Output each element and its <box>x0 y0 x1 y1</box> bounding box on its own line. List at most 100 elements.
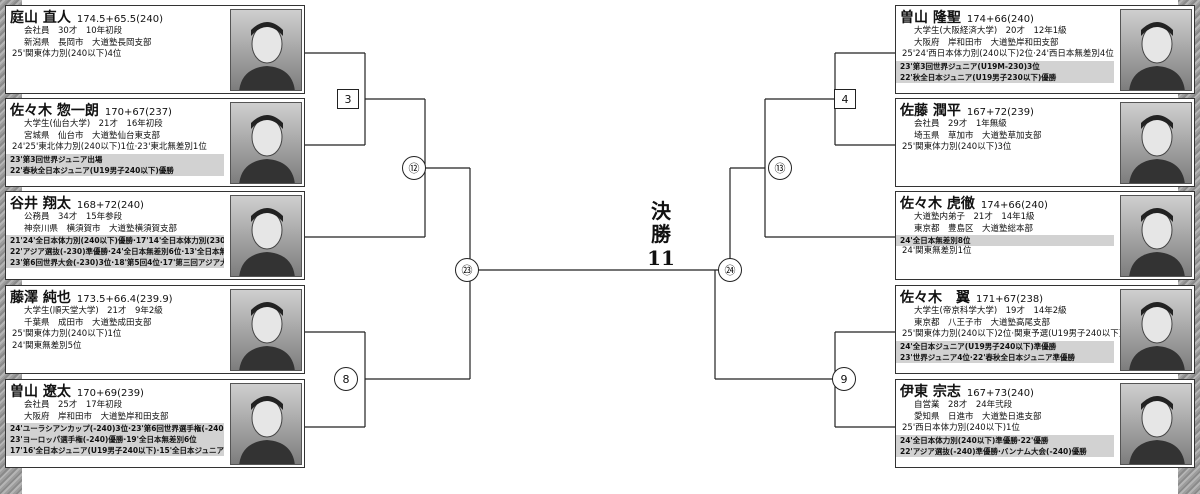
competitor-stats: 174+66(240) <box>981 200 1048 211</box>
competitor-detail-line: 千葉県 成田市 大道塾成田支部 <box>10 318 220 330</box>
competitor-detail-line: 東京都 豊島区 大道塾総本部 <box>900 224 1110 236</box>
right-competitor-card: 佐藤 潤平167+72(239)会社員 29才 1年無級埼玉県 草加市 大道塾草… <box>895 98 1195 187</box>
competitor-detail-line: 25'関東体力別(240以下)4位 <box>10 49 220 61</box>
competitor-photo <box>230 9 302 91</box>
competitor-detail-line: 東京都 八王子市 大道塾高尾支部 <box>900 318 1110 330</box>
competitor-stats: 174+66(240) <box>967 14 1034 25</box>
match-number-8: 8 <box>334 367 358 391</box>
competitor-detail-line: 24'関東無差別5位 <box>10 341 220 353</box>
competitor-highlight-record: 17'16'全日本ジュニア(U19男子240以下)·15'全日本ジュニア(U16… <box>6 445 224 456</box>
competitor-detail-line: 宮城県 仙台市 大道塾仙台東支部 <box>10 131 220 143</box>
competitor-photo <box>1120 195 1192 277</box>
competitor-stats: 167+73(240) <box>967 388 1034 399</box>
competitor-highlight-record: 24'ユーラシアンカップ(-240)3位·23'第6回世界選手権(-240)準優… <box>6 423 224 434</box>
competitor-detail-line: 埼玉県 草加市 大道塾草加支部 <box>900 131 1110 143</box>
competitor-highlight-record: 22'春秋全日本ジュニア(U19男子240以下)優勝 <box>6 165 224 176</box>
competitor-detail-line: 25'関東体力別(240以下)2位·関東予選(U19男子240以下)1位 <box>900 329 1110 341</box>
match-number-13: ⑬ <box>768 156 792 180</box>
competitor-name: 曽山 隆聖 <box>900 10 961 26</box>
left-competitor-card: 藤澤 純也 173.5+66.4(239.9)大学生(順天堂大学) 21才 9年2… <box>5 285 305 374</box>
competitor-highlight-record: 22'秋全日本ジュニア(U19男子230以下)優勝 <box>896 72 1114 83</box>
competitor-highlight-record: 24'全日本ジュニア(U19男子240以下)準優勝 <box>896 341 1114 352</box>
competitor-highlight-record: 21'24'全日本体力別(240以下)優勝·17'14'全日本体力別(230以下… <box>6 235 224 246</box>
competitor-highlight-record: 22'アジア選抜(-240)準優勝·バンナム大会(-240)優勝 <box>896 446 1114 457</box>
competitor-highlight-record: 24'全日本無差別8位 <box>896 235 1114 246</box>
competitor-stats: 171+67(238) <box>976 294 1043 305</box>
competitor-highlight-record: 24'全日本体力別(240以下)準優勝·22'優勝 <box>896 435 1114 446</box>
competitor-stats: 170+69(239) <box>77 388 144 399</box>
competitor-header: 佐藤 潤平 167+72(239) <box>900 101 1110 119</box>
competitor-name: 谷井 翔太 <box>10 196 71 212</box>
competitor-header: 谷井 翔太 168+72(240) <box>10 194 220 212</box>
competitor-detail-line: 大学生(順天堂大学) 21才 9年2級 <box>10 306 220 318</box>
competitor-detail-line: 25'西日本体力別(240以下)1位 <box>900 423 1110 435</box>
competitor-highlight-record: 23'ヨーロッパ選手権(-240)優勝·19'全日本無差別6位 <box>6 434 224 445</box>
match-number-4: 4 <box>834 89 856 109</box>
competitor-highlight-record: 22'アジア選抜(-230)準優勝·24'全日本無差別6位·13'全日本無差別3… <box>6 246 224 257</box>
competitor-header: 佐々木 惣一朗170+67(237) <box>10 101 220 119</box>
competitor-detail-line: 25'関東体力別(240以下)3位 <box>900 142 1110 154</box>
match-number-12: ⑫ <box>402 156 426 180</box>
competitor-highlight-record: 23'第6回世界大会(-230)3位·18'第5回4位·17'第三回アジア大会(… <box>6 257 224 268</box>
competitor-detail-line: 大阪府 岸和田市 大道塾岸和田支部 <box>10 412 220 424</box>
right-competitor-card: 伊東 宗志 167+73(240)自営業 28才 24年弐段愛知県 日進市 大道塾… <box>895 379 1195 468</box>
competitor-header: 伊東 宗志 167+73(240) <box>900 382 1110 400</box>
competitor-detail-line: 大阪府 岸和田市 大道塾岸和田支部 <box>900 38 1110 50</box>
competitor-info: 伊東 宗志 167+73(240)自営業 28才 24年弐段愛知県 日進市 大道塾… <box>900 382 1110 457</box>
competitor-detail-line: 25'関東体力別(240以下)1位 <box>10 329 220 341</box>
competitor-detail-line: 大学生(帝京科学大学) 19才 14年2級 <box>900 306 1110 318</box>
final-label-top: 決 <box>641 200 681 223</box>
competitor-photo <box>230 195 302 277</box>
competitor-info: 曽山 遼太170+69(239)会社員 25才 17年初段大阪府 岸和田市 大道… <box>10 382 220 456</box>
competitor-detail-line: 会社員 30才 10年初段 <box>10 26 220 38</box>
competitor-stats: 168+72(240) <box>77 200 144 211</box>
left-competitor-card: 庭山 直人174.5+65.5(240)会社員 30才 10年初段新潟県 長岡市… <box>5 5 305 94</box>
competitor-stats: 173.5+66.4(239.9) <box>77 294 173 305</box>
competitor-detail-line: 愛知県 日進市 大道塾日進支部 <box>900 412 1110 424</box>
competitor-name: 伊東 宗志 <box>900 384 961 400</box>
competitor-stats: 170+67(237) <box>105 107 172 118</box>
competitor-detail-line: 大道塾内弟子 21才 14年1級 <box>900 212 1110 224</box>
competitor-photo <box>1120 102 1192 184</box>
competitor-detail-line: 自営業 28才 24年弐段 <box>900 400 1110 412</box>
competitor-name: 佐々木 虎徹 <box>900 196 975 212</box>
competitor-detail-line: 新潟県 長岡市 大道塾長岡支部 <box>10 38 220 50</box>
competitor-photo <box>230 102 302 184</box>
competitor-highlight-record: 23'世界ジュニア4位·22'春秋全日本ジュニア準優勝 <box>896 352 1114 363</box>
competitor-photo <box>1120 383 1192 465</box>
competitor-header: 藤澤 純也 173.5+66.4(239.9) <box>10 288 220 306</box>
competitor-detail-line: 大学生(仙台大学) 21才 16年初段 <box>10 119 220 131</box>
competitor-stats: 167+72(239) <box>967 107 1034 118</box>
competitor-header: 庭山 直人174.5+65.5(240) <box>10 8 220 26</box>
match-number-23: ㉓ <box>455 258 479 282</box>
competitor-photo <box>1120 9 1192 91</box>
competitor-photo <box>230 289 302 371</box>
final-match-label: 決 勝 11 <box>641 200 681 270</box>
competitor-stats: 174.5+65.5(240) <box>77 14 163 25</box>
match-number-24: ㉔ <box>718 258 742 282</box>
competitor-name: 藤澤 純也 <box>10 290 71 306</box>
competitor-highlight-record: 23'第3回世界ジュニア(U19M-230)3位 <box>896 61 1114 72</box>
competitor-name: 曽山 遼太 <box>10 384 71 400</box>
right-competitor-card: 佐々木 虎徹 174+66(240)大道塾内弟子 21才 14年1級東京都 豊島区… <box>895 191 1195 280</box>
match-number-3: 3 <box>337 89 359 109</box>
competitor-info: 藤澤 純也 173.5+66.4(239.9)大学生(順天堂大学) 21才 9年2… <box>10 288 220 352</box>
final-match-number: 11 <box>641 246 681 270</box>
final-label-bottom: 勝 <box>641 223 681 246</box>
competitor-header: 佐々木 虎徹 174+66(240) <box>900 194 1110 212</box>
competitor-header: 佐々木 翼171+67(238) <box>900 288 1110 306</box>
competitor-name: 佐藤 潤平 <box>900 103 961 119</box>
competitor-photo <box>230 383 302 465</box>
competitor-detail-line: 24'25'東北体力別(240以下)1位·23'東北無差別1位 <box>10 142 220 154</box>
competitor-header: 曽山 隆聖 174+66(240) <box>900 8 1110 26</box>
competitor-detail-line: 神奈川県 横須賀市 大道塾横須賀支部 <box>10 224 220 236</box>
